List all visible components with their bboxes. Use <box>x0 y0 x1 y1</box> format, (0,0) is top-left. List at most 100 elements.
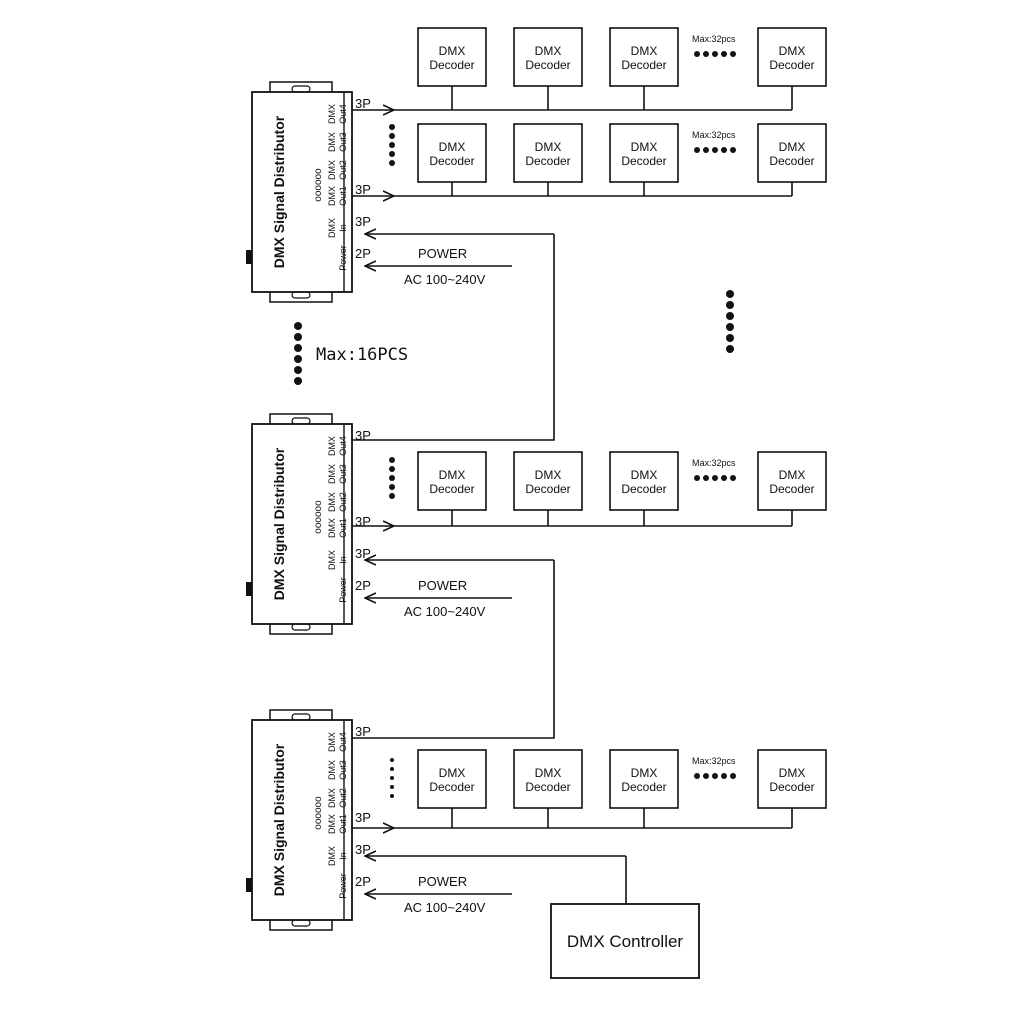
decoder-max-label: Max:32pcs <box>692 34 736 44</box>
distributor-1-port-in-label: DMX <box>327 218 337 238</box>
distributor-1-port-out1-label: Out1 <box>338 186 348 206</box>
distributor-1-port-out2-label: Out2 <box>338 160 348 180</box>
decoder-r3-2-label: Decoder <box>621 482 666 496</box>
decoder-ellipsis-dot <box>712 773 718 779</box>
distributor-2-port-in-label: DMX <box>327 550 337 570</box>
decoder-ellipsis-dot <box>721 51 727 57</box>
distributor-ellipsis-dot <box>294 322 302 330</box>
rows-ellipsis-dot <box>726 323 734 331</box>
distributor-3-led-row: oooooo <box>313 796 324 830</box>
decoder-ellipsis-dot <box>712 475 718 481</box>
devices <box>246 27 827 979</box>
distributor-max-label: Max:16PCS <box>316 345 408 365</box>
decoder-r4-2-label: Decoder <box>621 780 666 794</box>
port-ellipsis-dot <box>389 151 395 157</box>
distributor-2-port-out3-label: DMX <box>327 464 337 484</box>
decoder-r3-3-label: DMX <box>779 468 806 482</box>
decoder-r4-1-box <box>513 749 583 809</box>
distributor-3-out1-pin-label: 3P <box>355 810 371 825</box>
wires <box>352 86 793 904</box>
decoder-ellipsis-dot <box>721 147 727 153</box>
distributor-3-side-knob <box>246 878 252 892</box>
port-ellipsis-dot <box>389 142 395 148</box>
distributor-2-port-out3-label: Out3 <box>338 464 348 484</box>
decoder-r2-1-label: DMX <box>535 140 562 154</box>
decoder-ellipsis-dot <box>730 773 736 779</box>
distributor-2-port-out4-label: Out4 <box>338 436 348 456</box>
decoder-r4-3-label: Decoder <box>769 780 814 794</box>
decoder-r4-3-box <box>757 749 827 809</box>
decoder-r2-0-label: Decoder <box>429 154 474 168</box>
decoder-r2-2-label: Decoder <box>621 154 666 168</box>
distributor-2-port-out2-label: Out2 <box>338 492 348 512</box>
distributor-1-port-out3-label: DMX <box>327 132 337 152</box>
port-ellipsis-dot <box>390 794 394 798</box>
port-ellipsis-dot <box>389 160 395 166</box>
decoder-r2-1-box <box>513 123 583 183</box>
port-ellipsis-dot <box>389 484 395 490</box>
decoder-r1-2-label: Decoder <box>621 58 666 72</box>
distributor-2-port-power-label: Power <box>338 577 348 603</box>
distributor-2-side-knob <box>246 582 252 596</box>
distributor-2-port-out2-label: DMX <box>327 492 337 512</box>
distributor-3-port-out4-label: DMX <box>327 732 337 752</box>
distributor-3-power-pin-label: 2P <box>355 874 371 889</box>
decoder-r2-3-box <box>757 123 827 183</box>
decoder-r1-1-label: Decoder <box>525 58 570 72</box>
decoder-ellipsis-dot <box>703 475 709 481</box>
decoder-r4-2-box <box>609 749 679 809</box>
decoder-r1-0-label: DMX <box>439 44 466 58</box>
decoder-max-label: Max:32pcs <box>692 458 736 468</box>
distributor-ellipsis-dot <box>294 344 302 352</box>
decoder-r3-3-box <box>757 451 827 511</box>
decoder-max-label: Max:32pcs <box>692 756 736 766</box>
decoder-r3-3-label: Decoder <box>769 482 814 496</box>
distributor-2-title: DMX Signal Distributor <box>271 447 287 600</box>
distributor-1-port-out4-label: Out4 <box>338 104 348 124</box>
distributor-2-port-out1-label: DMX <box>327 518 337 538</box>
decoder-ellipsis-dot <box>730 51 736 57</box>
decoder-r2-3-label: Decoder <box>769 154 814 168</box>
decoder-ellipsis-dot <box>703 773 709 779</box>
port-ellipsis-dot <box>389 124 395 130</box>
decoder-ellipsis-dot <box>694 51 700 57</box>
port-ellipsis-dot <box>389 457 395 463</box>
dmx-controller-box <box>550 903 700 979</box>
distributor-3-port-in-label: In <box>338 852 348 860</box>
decoder-ellipsis-dot <box>712 147 718 153</box>
distributor-3-title: DMX Signal Distributor <box>271 743 287 896</box>
distributor-ellipsis-dot <box>294 366 302 374</box>
distributor-3-port-out3-label: DMX <box>327 760 337 780</box>
decoder-r1-3-label: Decoder <box>769 58 814 72</box>
distributor-1-led-row: oooooo <box>313 168 324 202</box>
decoder-r1-1-box <box>513 27 583 87</box>
port-ellipsis-dot <box>389 493 395 499</box>
port-ellipsis-dot <box>389 466 395 472</box>
distributor-1-port-out3-label: Out3 <box>338 132 348 152</box>
distributor-ellipsis-dot <box>294 333 302 341</box>
distributor-1-power-pin-label: 2P <box>355 246 371 261</box>
decoder-r2-1-label: Decoder <box>525 154 570 168</box>
decoder-r4-0-label: DMX <box>439 766 466 780</box>
distributor-3-out4-pin-label: 3P <box>355 724 371 739</box>
distributor-2-power-label: POWER <box>418 578 467 593</box>
distributor-1-voltage-label: AC 100~240V <box>404 272 486 287</box>
chain-wire-2-to-1 <box>352 234 555 441</box>
rows-ellipsis-dot <box>726 334 734 342</box>
decoder-r3-2-label: DMX <box>631 468 658 482</box>
distributor-3-voltage-label: AC 100~240V <box>404 900 486 915</box>
distributor-2-power-pin-label: 2P <box>355 578 371 593</box>
decoder-ellipsis-dot <box>712 51 718 57</box>
distributor-3-in-pin-label: 3P <box>355 842 371 857</box>
port-ellipsis-dot <box>390 776 394 780</box>
distributor-3-top-slot <box>291 713 311 721</box>
distributor-1-port-out1-label: DMX <box>327 186 337 206</box>
distributor-1-port-power-label: Power <box>338 245 348 271</box>
distributor-3-port-out1-label: DMX <box>327 814 337 834</box>
distributor-1-power-label: POWER <box>418 246 467 261</box>
port-ellipsis-dot <box>389 133 395 139</box>
distributor-ellipsis-dot <box>294 377 302 385</box>
distributor-1-out4-pin-label: 3P <box>355 96 371 111</box>
decoder-r3-2-box <box>609 451 679 511</box>
